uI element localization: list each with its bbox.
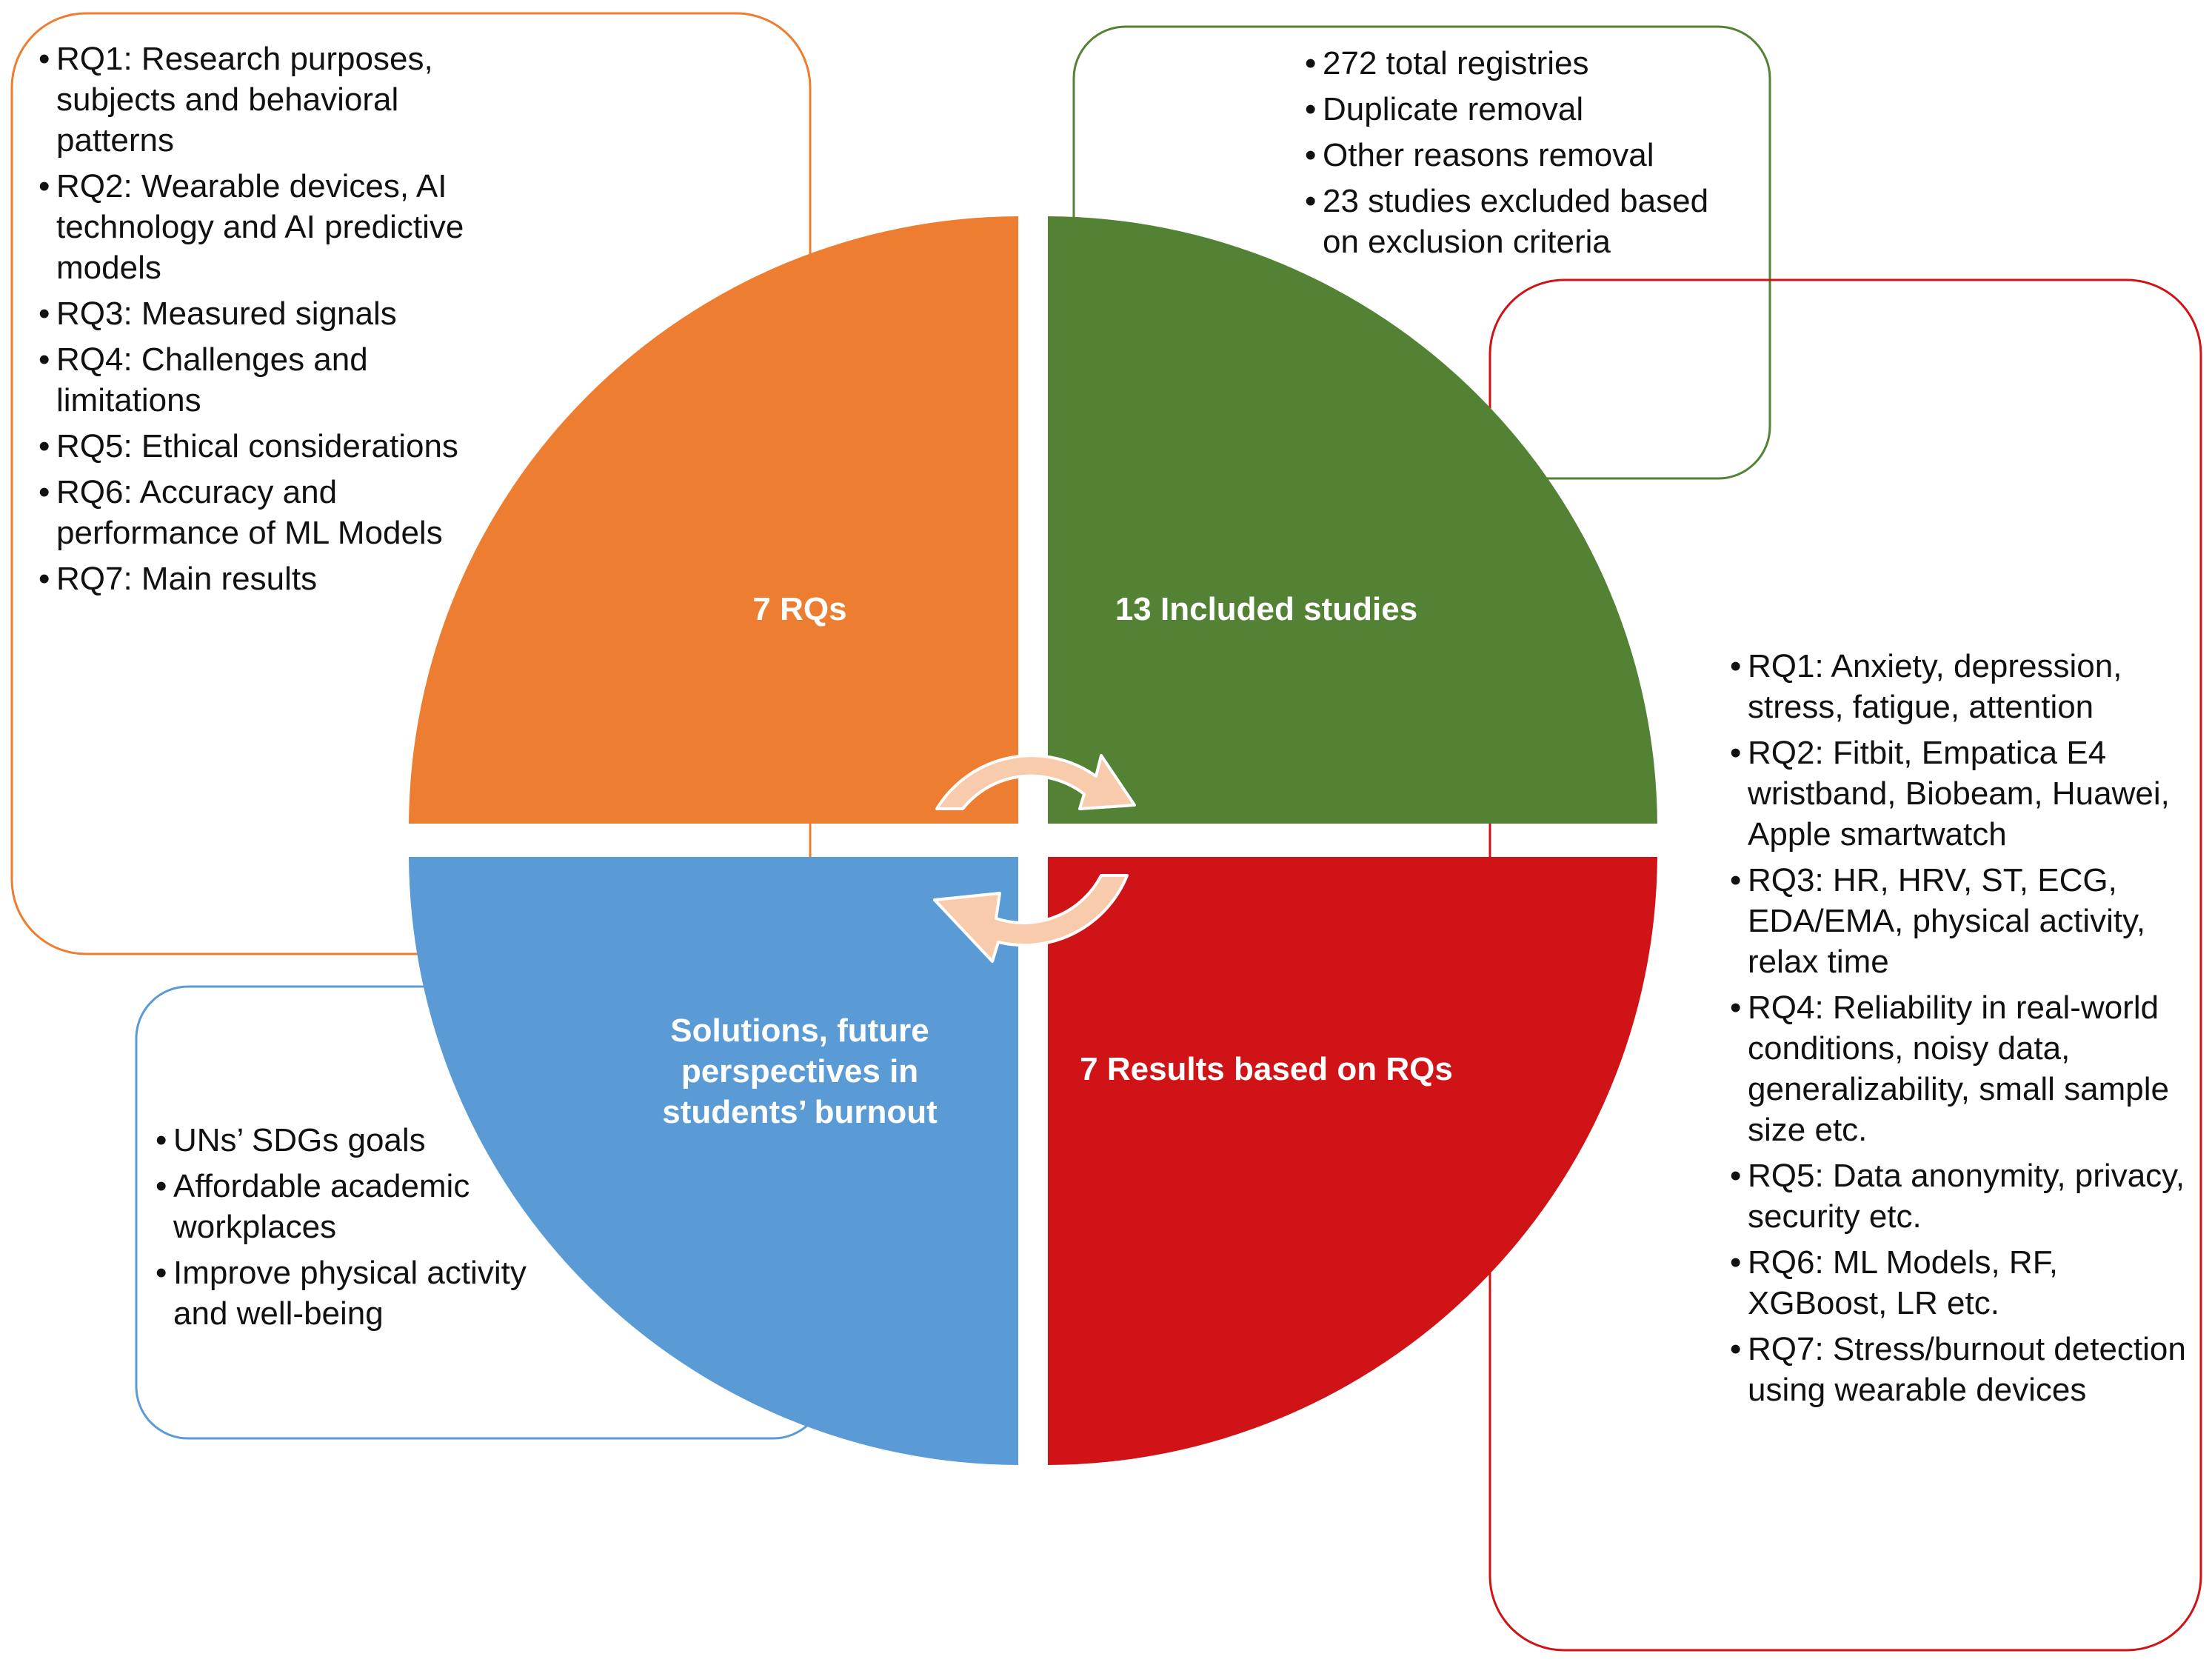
quadrant-label-top-left: 7 RQs [752,591,847,627]
list-item: RQ1: Research purposes, subjects and beh… [39,39,512,161]
quadrant-label-bottom-right: 7 Results based on RQs [1080,1051,1453,1087]
quadrant-label-top-right: 13 Included studies [1115,591,1418,627]
list-item: RQ4: Reliability in real-world condition… [1730,987,2189,1150]
quadrant-bottom-left [409,857,1018,1465]
list-item: RQ3: Measured signals [39,293,512,334]
list-item: 272 total registries [1305,43,1749,84]
green-box-list: 272 total registries Duplicate removal O… [1305,43,1749,267]
list-item: RQ5: Data anonymity, privacy, security e… [1730,1155,2189,1237]
list-item: RQ7: Main results [39,558,512,599]
list-item: RQ7: Stress/burnout detection using wear… [1730,1329,2189,1410]
list-item: RQ2: Fitbit, Empatica E4 wristband, Biob… [1730,733,2189,855]
cycle-arrow-top-icon [935,754,1136,810]
list-item: RQ6: ML Models, RF, XGBoost, LR etc. [1730,1242,2189,1324]
cycle-arrow-bottom-icon [933,874,1129,963]
quadrant-top-left [409,216,1018,824]
list-item: UNs’ SDGs goals [156,1120,570,1161]
list-item: RQ4: Challenges and limitations [39,339,512,421]
list-item: 23 studies excluded based on exclusion c… [1305,181,1749,262]
list-item: RQ5: Ethical considerations [39,426,512,467]
quadrant-bottom-right [1048,857,1657,1465]
blue-box-list: UNs’ SDGs goals Affordable academic work… [156,1120,570,1339]
list-item: RQ1: Anxiety, depression, stress, fatigu… [1730,646,2189,727]
quadrant-label-bottom-left: Solutions, future perspectives in studen… [662,1012,938,1130]
list-item: Duplicate removal [1305,89,1749,130]
list-item: Other reasons removal [1305,135,1749,176]
orange-box-list: RQ1: Research purposes, subjects and beh… [39,39,512,604]
quadrant-top-right [1048,216,1657,824]
red-box-list: RQ1: Anxiety, depression, stress, fatigu… [1730,646,2189,1415]
list-item: RQ2: Wearable devices, AI technology and… [39,166,512,288]
list-item: Improve physical activity and well-being [156,1252,570,1334]
list-item: RQ3: HR, HRV, ST, ECG, EDA/EMA, physical… [1730,860,2189,982]
list-item: Affordable academic workplaces [156,1166,570,1247]
list-item: RQ6: Accuracy and performance of ML Mode… [39,472,512,553]
